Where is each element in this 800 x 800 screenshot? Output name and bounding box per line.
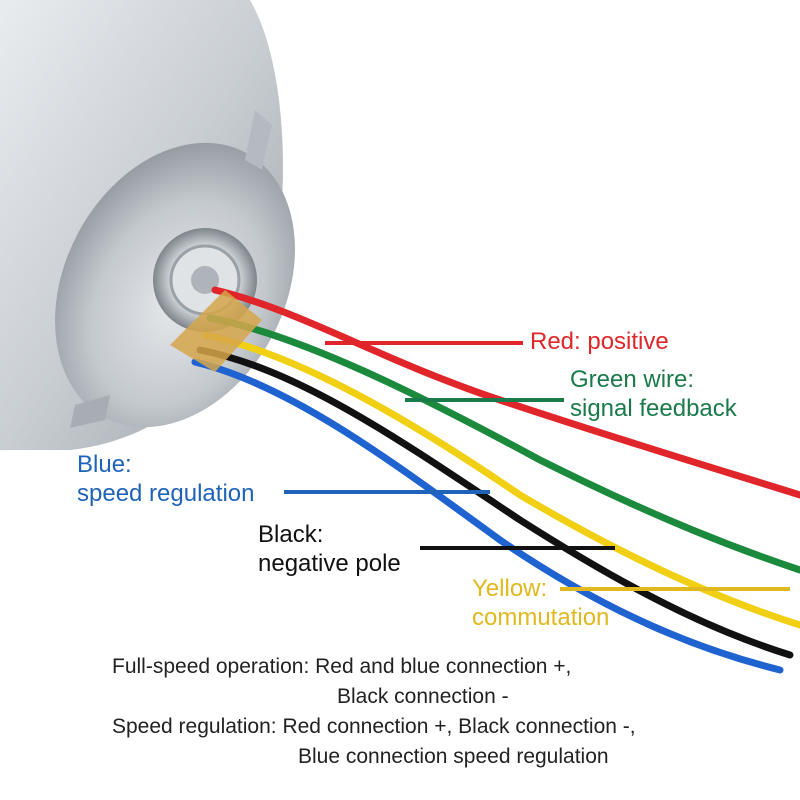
label-red: Red: positive — [530, 328, 669, 355]
blue-wire — [191, 358, 784, 674]
label-yellow: Yellow: commutation — [472, 575, 610, 631]
solder-joint — [170, 290, 262, 372]
note-full-speed: Full-speed operation: Red and blue conne… — [112, 655, 572, 678]
green-wire — [206, 314, 800, 574]
leader-lines — [284, 341, 790, 591]
label-black: Black: negative pole — [258, 521, 401, 577]
yellow-wire — [201, 331, 800, 629]
note-blue-connection: Blue connection speed regulation — [298, 745, 609, 768]
label-green: Green wire: signal feedback — [570, 366, 737, 422]
black-wire — [196, 346, 794, 659]
label-blue: Blue: speed regulation — [77, 451, 255, 507]
note-black-connection: Black connection - — [337, 685, 509, 708]
note-speed-regulation: Speed regulation: Red connection +, Blac… — [112, 715, 636, 738]
